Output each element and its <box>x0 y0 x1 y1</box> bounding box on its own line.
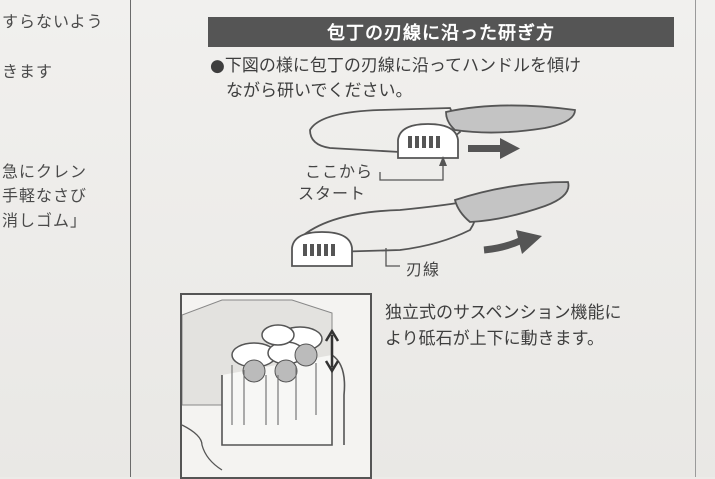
instruction-line: ながら研いでください。 <box>226 81 413 101</box>
instruction-line: ●下図の様に包丁の刃線に沿ってハンドルを傾け <box>210 56 581 76</box>
page-edge <box>695 0 696 477</box>
start-pointer <box>379 156 447 181</box>
start-label: ここから <box>305 162 374 181</box>
arrow-right-icon <box>468 138 520 159</box>
left-text-line: 手軽なさび <box>2 186 88 205</box>
suspension-line: 独立式のサスペンション機能に <box>385 303 622 323</box>
sharpener-illustration <box>180 293 372 479</box>
suspension-line: より砥石が上下に動きます。 <box>385 329 604 349</box>
left-text-line: 消しゴム」 <box>2 211 88 230</box>
column-divider <box>130 0 131 477</box>
left-text-line: 急にクレン <box>2 162 88 181</box>
edge-label: 刃線 <box>406 260 441 279</box>
start-label: スタート <box>298 184 367 203</box>
section-title: 包丁の刃線に沿った研ぎ方 <box>208 17 674 47</box>
knife-bottom <box>291 181 570 267</box>
left-text-line: きます <box>2 62 54 81</box>
knife-top <box>309 104 576 159</box>
knife-sharpening-diagram <box>291 104 576 267</box>
instruction-text: ●下図の様に包丁の刃線に沿ってハンドルを傾け ながら研いでください。 <box>210 54 680 104</box>
left-text-line: すらないよう <box>2 12 104 31</box>
suspension-text: 独立式のサスペンション機能に より砥石が上下に動きます。 <box>385 300 621 352</box>
arrow-curved-icon <box>483 230 542 254</box>
